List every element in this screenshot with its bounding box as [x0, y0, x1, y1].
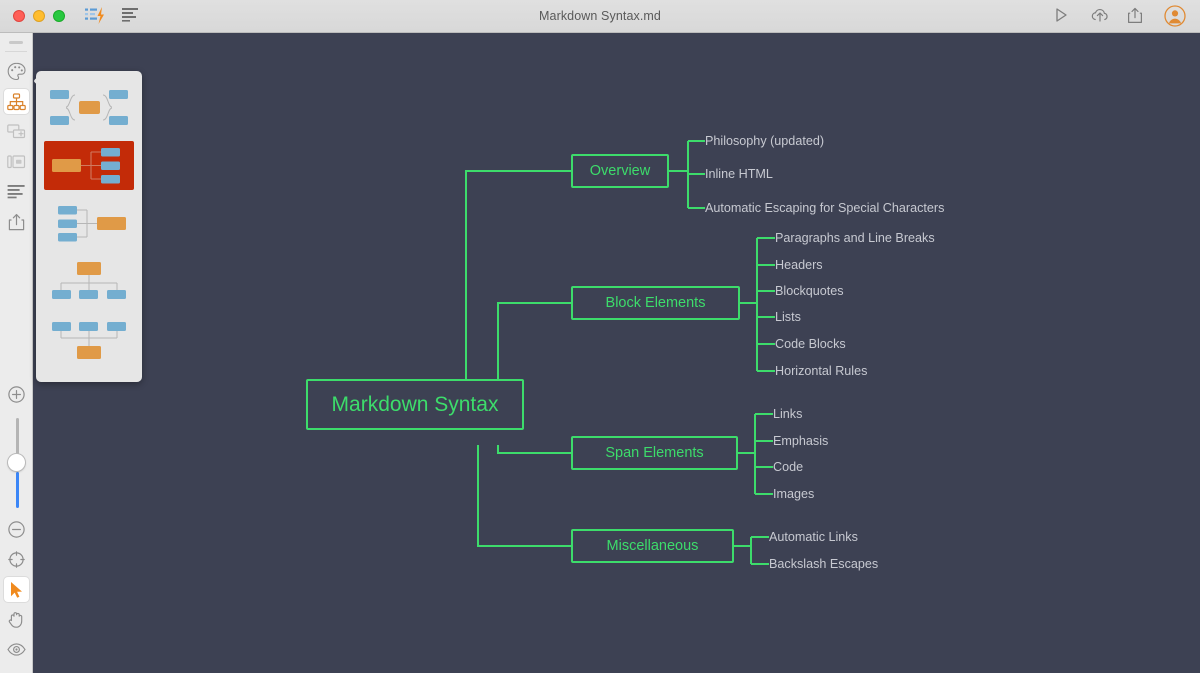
- mindmap-leaf[interactable]: Code: [773, 460, 804, 474]
- mindmap-leaf[interactable]: Images: [773, 487, 815, 501]
- connector-root-overview: [465, 170, 571, 379]
- title-bar: Markdown Syntax.md: [0, 0, 1200, 33]
- zoom-in-icon[interactable]: [4, 382, 29, 407]
- play-icon[interactable]: [1053, 7, 1073, 25]
- mindmap-branch-label: Block Elements: [605, 295, 706, 311]
- layout-org-down[interactable]: [44, 257, 134, 306]
- window-controls: [13, 10, 65, 22]
- mindmap-connectors: [465, 140, 775, 565]
- mindmap-leaf[interactable]: Automatic Escaping for Special Character…: [705, 201, 945, 215]
- maximize-button[interactable]: [53, 10, 65, 22]
- add-node-icon[interactable]: [4, 119, 29, 144]
- zoom-slider-track-lower: [16, 472, 19, 508]
- mindmap-leaf[interactable]: Automatic Links: [769, 530, 858, 544]
- layout-balanced[interactable]: [44, 83, 134, 132]
- palette-icon[interactable]: [4, 59, 29, 84]
- title-bar-right-tools: [1053, 5, 1186, 27]
- connector-overview-leaves: [688, 140, 705, 209]
- mindmap-leaf[interactable]: Philosophy (updated): [705, 134, 825, 148]
- export-icon[interactable]: [4, 209, 29, 234]
- mindmap-branch-label: Overview: [589, 163, 651, 179]
- mindmap-branch-block-elements[interactable]: Block Elements: [571, 286, 740, 320]
- mindmap-leaf[interactable]: Links: [773, 407, 803, 421]
- close-button[interactable]: [13, 10, 25, 22]
- eye-icon[interactable]: [4, 637, 29, 662]
- fit-center-icon[interactable]: [4, 547, 29, 572]
- rail-drag-handle[interactable]: [9, 41, 23, 44]
- mindmap-leaf[interactable]: Emphasis: [773, 434, 829, 448]
- node-shape-icon[interactable]: [4, 149, 29, 174]
- connector-misc-leaves: [751, 536, 769, 565]
- minimize-button[interactable]: [33, 10, 45, 22]
- mindmap-leaf[interactable]: Backslash Escapes: [769, 557, 879, 571]
- zoom-out-icon[interactable]: [4, 517, 29, 542]
- outline-lightning-icon[interactable]: [85, 7, 105, 25]
- layout-template-panel[interactable]: [36, 71, 142, 382]
- connector-root-miscellaneous: [477, 445, 571, 547]
- zoom-slider[interactable]: [0, 412, 33, 512]
- tool-rail: [0, 33, 33, 673]
- mindmap-leaf[interactable]: Inline HTML: [705, 167, 773, 181]
- mindmap-canvas[interactable]: Markdown Syntax Overview Philosophy (upd…: [33, 33, 1200, 673]
- connector-span-leaves: [755, 413, 773, 495]
- text-align-icon[interactable]: [122, 7, 142, 25]
- connector-block-leaves: [757, 237, 775, 372]
- mindmap-leaf[interactable]: Horizontal Rules: [775, 364, 868, 378]
- zoom-slider-track-upper: [16, 418, 19, 460]
- mindmap-leaf[interactable]: Paragraphs and Line Breaks: [775, 231, 935, 245]
- mindmap-root-node[interactable]: Markdown Syntax: [306, 379, 524, 430]
- share-icon[interactable]: [1127, 7, 1147, 25]
- hand-icon[interactable]: [4, 607, 29, 632]
- mindmap-leaf[interactable]: Blockquotes: [775, 284, 844, 298]
- connector-root-block-elements: [497, 302, 571, 379]
- pointer-icon[interactable]: [4, 577, 29, 602]
- rail-divider: [5, 51, 27, 52]
- hierarchy-layout-icon[interactable]: [3, 89, 29, 114]
- layout-org-up[interactable]: [44, 315, 134, 364]
- layout-left-branch[interactable]: [44, 199, 134, 248]
- mindmap-branch-span-elements[interactable]: Span Elements: [571, 436, 738, 470]
- mindmap-leaf[interactable]: Code Blocks: [775, 337, 846, 351]
- title-bar-left-tools: [85, 7, 142, 25]
- tool-rail-bottom: [0, 377, 33, 667]
- account-avatar-icon[interactable]: [1164, 5, 1186, 27]
- cloud-upload-icon[interactable]: [1090, 7, 1110, 25]
- text-lines-icon[interactable]: [4, 179, 29, 204]
- mindmap-branch-label: Span Elements: [605, 445, 704, 461]
- connector-root-span-elements: [497, 445, 571, 454]
- mindmap-branch-miscellaneous[interactable]: Miscellaneous: [571, 529, 734, 563]
- layout-right-branch[interactable]: [44, 141, 134, 190]
- mindmap-leaf[interactable]: Lists: [775, 310, 801, 324]
- mindmap-branch-label: Miscellaneous: [606, 538, 699, 554]
- zoom-slider-knob[interactable]: [8, 454, 25, 471]
- window-title: Markdown Syntax.md: [539, 9, 661, 23]
- mindmap-leaf[interactable]: Headers: [775, 258, 823, 272]
- mindmap-root-label: Markdown Syntax: [331, 392, 499, 416]
- mindmap-branch-overview[interactable]: Overview: [571, 154, 669, 188]
